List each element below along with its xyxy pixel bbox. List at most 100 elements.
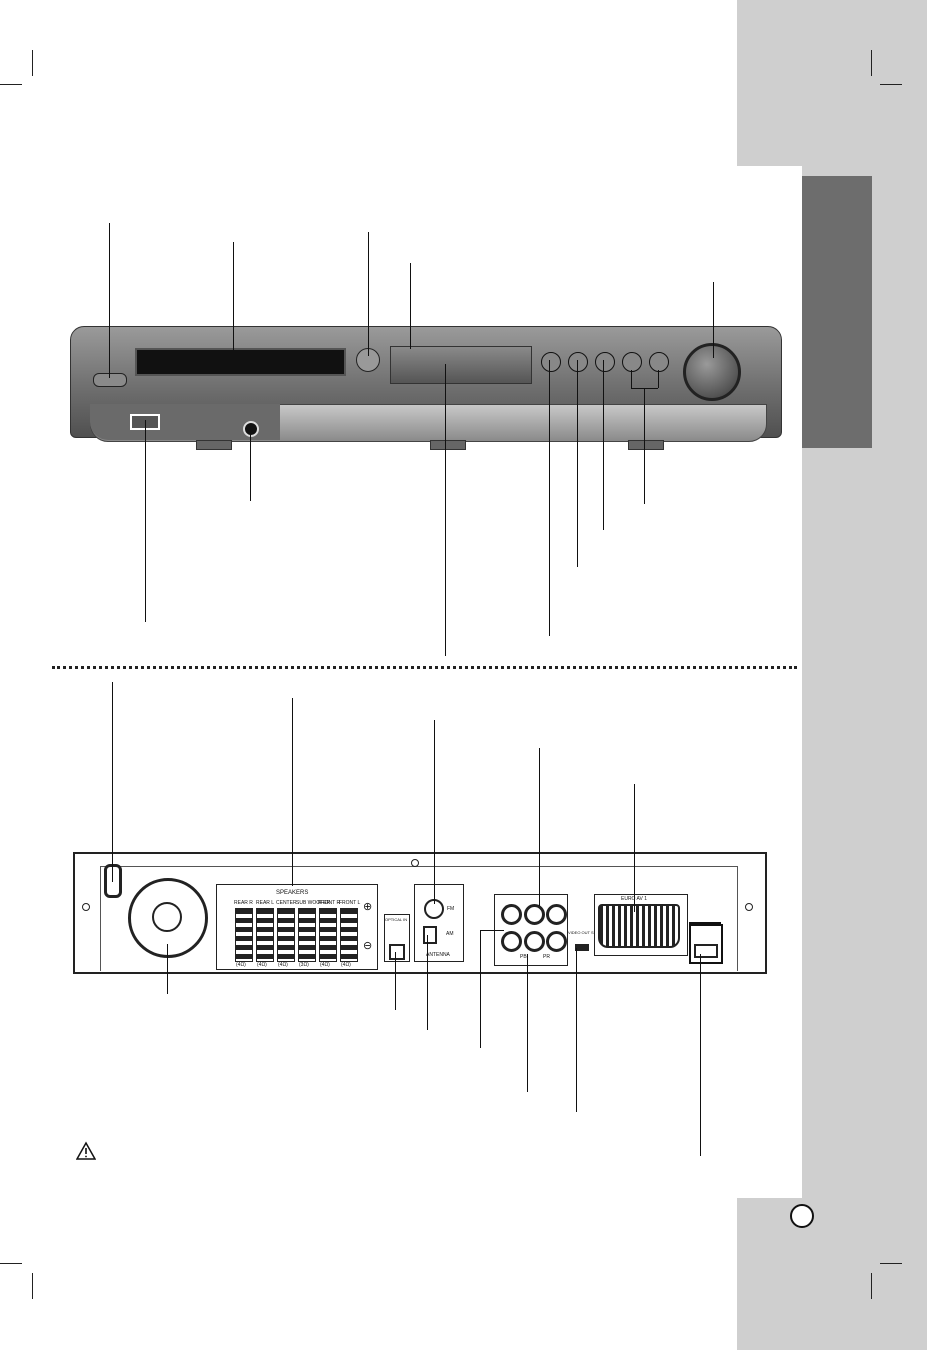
front-button-5	[649, 352, 669, 372]
leader-line	[445, 364, 446, 656]
optical-port	[389, 944, 405, 960]
speaker-channel: SUB WOOFER	[296, 900, 331, 906]
page-number-circle	[790, 1204, 814, 1228]
speaker-terminal	[277, 908, 295, 962]
crop-mark	[880, 1263, 902, 1264]
crop-mark	[0, 1263, 22, 1264]
front-button-3	[595, 352, 615, 372]
leader-line	[480, 930, 504, 931]
bracket-line	[658, 370, 659, 388]
speaker-impedance: (4Ω)	[320, 962, 330, 968]
disc-tray	[135, 348, 346, 376]
speaker-impedance: (4Ω)	[257, 962, 267, 968]
leader-line	[109, 223, 110, 378]
pr-label: PR	[543, 954, 550, 960]
speaker-channel: REAR R	[234, 900, 253, 906]
pb-label: PB	[520, 954, 527, 960]
rca-component-pb	[501, 931, 522, 952]
crop-mark	[871, 50, 872, 76]
leader-line	[250, 428, 251, 501]
knob-icon	[683, 343, 741, 401]
front-button-2	[568, 352, 588, 372]
crop-mark	[32, 1273, 33, 1299]
warning-triangle-icon	[76, 1141, 96, 1160]
mic-jack	[243, 421, 259, 437]
rca-component-2	[546, 904, 567, 925]
crop-mark	[32, 50, 33, 76]
bracket-line	[631, 370, 632, 388]
rear-panel-inner	[100, 866, 738, 971]
rca-video-out	[501, 904, 522, 925]
polarity-minus: ⊖	[363, 940, 373, 952]
screw	[745, 903, 753, 911]
speaker-terminal	[256, 908, 274, 962]
leader-line	[427, 935, 428, 1030]
rca-component-y	[524, 904, 545, 925]
speaker-terminal	[319, 908, 337, 962]
speaker-impedance: (4Ω)	[236, 962, 246, 968]
am-label: AM	[446, 931, 454, 937]
foot	[628, 440, 664, 450]
leader-line	[634, 784, 635, 912]
antenna-box	[414, 884, 464, 962]
crop-mark	[880, 84, 902, 85]
am-antenna-port	[423, 926, 437, 944]
leader-line	[644, 388, 645, 504]
side-white-notch	[737, 166, 802, 1198]
antenna-label: ANTENNA	[426, 952, 450, 958]
bracket-line	[631, 388, 658, 389]
foot	[196, 440, 232, 450]
leader-line	[145, 420, 146, 622]
leader-line	[112, 682, 113, 882]
leader-line	[368, 232, 369, 356]
video-out-selector-switch	[575, 944, 589, 951]
speaker-channel: CENTER	[276, 900, 297, 906]
speaker-impedance: (4Ω)	[341, 962, 351, 968]
fm-label: FM	[447, 906, 455, 912]
screw	[82, 903, 90, 911]
leader-line	[700, 954, 701, 1156]
leader-line	[713, 282, 714, 358]
fan-hub	[152, 902, 182, 932]
scart-connector	[598, 904, 680, 948]
crop-mark	[871, 1273, 872, 1299]
display-window	[390, 346, 532, 384]
leader-line	[292, 698, 293, 886]
power-cord	[104, 864, 122, 898]
video-out-selector-label: VIDEO OUT SELECTOR	[568, 930, 613, 935]
screw	[411, 859, 419, 867]
speakers-header: SPEAKERS	[276, 890, 309, 896]
leader-line	[167, 944, 168, 994]
foot	[430, 440, 466, 450]
leader-line	[539, 748, 540, 906]
speaker-terminal	[298, 908, 316, 962]
rca-component-6	[546, 931, 567, 952]
leader-line	[603, 360, 604, 530]
leader-line	[410, 263, 411, 349]
leader-line	[549, 360, 550, 636]
speaker-channel: FRONT L	[339, 900, 361, 906]
speaker-channel: REAR L	[256, 900, 275, 906]
optical-label: OPTICAL IN	[385, 917, 408, 922]
rca-component-pr	[524, 931, 545, 952]
crop-mark	[0, 84, 22, 85]
leader-line	[395, 952, 396, 1010]
speaker-terminal	[340, 908, 358, 962]
speaker-channel: FRONT R	[318, 900, 341, 906]
leader-line	[527, 954, 528, 1092]
speaker-terminal	[235, 908, 253, 962]
standby-button	[93, 373, 127, 387]
leader-line	[576, 948, 577, 1112]
leader-line	[577, 360, 578, 567]
leader-line	[480, 930, 481, 1048]
section-tab	[802, 176, 872, 448]
speaker-impedance: (3Ω)	[299, 962, 309, 968]
front-button-4	[622, 352, 642, 372]
power-inlet-socket	[694, 944, 718, 958]
polarity-plus: ⊕	[363, 901, 373, 913]
leader-line	[434, 720, 435, 904]
speaker-impedance: (4Ω)	[278, 962, 288, 968]
front-button-1	[541, 352, 561, 372]
leader-line	[233, 242, 234, 354]
dotted-separator	[52, 666, 797, 669]
